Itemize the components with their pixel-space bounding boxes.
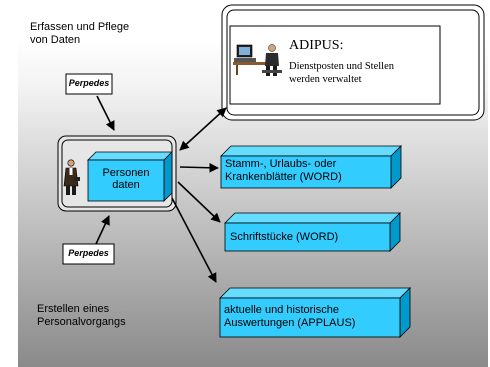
- computer-user-icon: [233, 44, 282, 76]
- adipus-line2: Dienstposten und Stellen: [289, 61, 394, 72]
- left-bottom-caption: Erstellen eines Personalvorgangs: [37, 303, 126, 329]
- left-bottom-caption-line2: Personalvorgangs: [37, 316, 126, 328]
- arrow-person-to-box2: [177, 181, 221, 223]
- arrow-person-to-box1: [179, 162, 219, 173]
- left-bottom-caption-line1: Erstellen eines: [37, 303, 110, 315]
- perpedes-top-label: Perpedes: [68, 78, 110, 88]
- adipus-title: ADIPUS:: [289, 38, 344, 53]
- target-1-label: Stamm-, Urlaubs- oder Krankenblätter (WO…: [225, 158, 342, 184]
- target-box-3: [219, 287, 411, 338]
- target-1-line2: Krankenblätter (WORD): [225, 171, 342, 183]
- target-box-2: [224, 212, 401, 252]
- adipus-line3: werden verwaltet: [289, 74, 362, 85]
- target-3-line1: aktuelle und historische: [224, 304, 339, 316]
- target-box-1: [220, 145, 402, 189]
- arrow-top-to-person: [96, 95, 115, 131]
- perpedes-top-box: [65, 73, 113, 95]
- arrows: [95, 95, 227, 283]
- target-3-line2: Auswertungen (APPLAUS): [224, 317, 356, 329]
- perpedes-bottom-box: [62, 243, 115, 265]
- perpedes-bottom-label: Perpedes: [68, 248, 109, 258]
- target-2-label: Schriftstücke (WORD): [230, 231, 338, 244]
- personendaten-label: Personen daten: [88, 167, 164, 191]
- arrow-person-to-adipus: [179, 107, 227, 151]
- target-3-label: aktuelle und historische Auswertungen (A…: [224, 304, 355, 330]
- businessman-icon: [63, 159, 80, 195]
- target-2-line1: Schriftstücke (WORD): [230, 231, 339, 243]
- personendaten-line2: daten: [112, 179, 140, 191]
- adipus-frame: [221, 4, 485, 121]
- arrow-person-to-box3: [171, 197, 217, 283]
- adipus-description: Dienstposten und Stellen werden verwalte…: [289, 60, 394, 86]
- left-top-caption-line2: von Daten: [30, 34, 81, 46]
- personendaten-line1: Personen: [102, 167, 150, 179]
- arrow-bottom-to-person: [95, 215, 110, 245]
- left-top-caption: Erfassen und Pflege von Daten: [30, 21, 129, 47]
- target-1-line1: Stamm-, Urlaubs- oder: [225, 158, 337, 170]
- left-top-caption-line1: Erfassen und Pflege: [30, 21, 130, 33]
- personendaten-box: [87, 151, 173, 202]
